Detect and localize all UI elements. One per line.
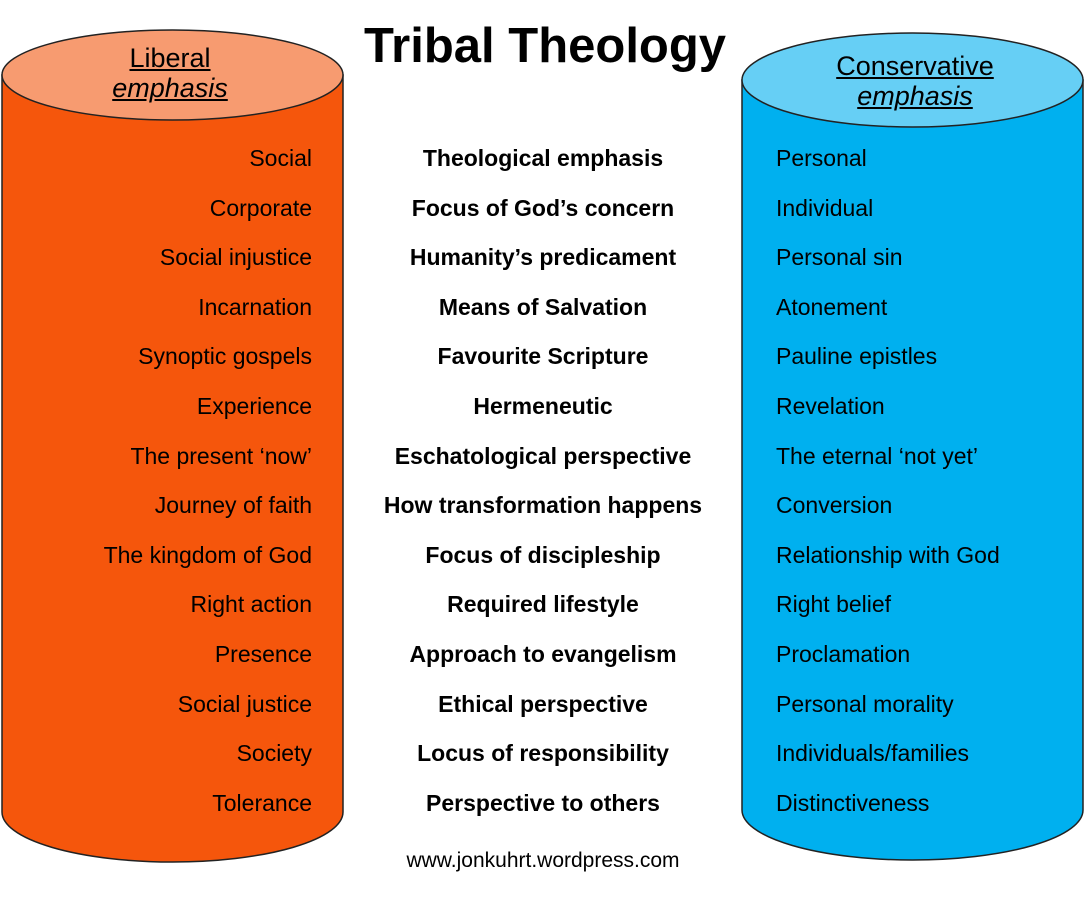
conservative-item: Individuals/families [776, 740, 970, 767]
liberal-item: Incarnation [198, 293, 312, 320]
conservative-item: Conversion [776, 492, 893, 519]
category-item: How transformation happens [383, 492, 703, 519]
liberal-item: Social injustice [159, 244, 312, 271]
liberal-item: The kingdom of God [103, 541, 312, 568]
category-item: Favourite Scripture [437, 343, 649, 370]
conservative-item: Personal morality [776, 690, 954, 717]
conservative-item: Relationship with God [776, 541, 1000, 568]
liberal-item: Right action [190, 591, 312, 618]
liberal-item: Presence [214, 640, 312, 667]
source-url: www.jonkuhrt.wordpress.com [406, 849, 680, 872]
conservative-item: Personal sin [776, 244, 903, 271]
liberal-item: Social [249, 145, 312, 171]
liberal-item: Experience [196, 392, 312, 419]
liberal-item: Social justice [177, 690, 312, 717]
conservative-item: Proclamation [776, 640, 911, 667]
category-item: Theological emphasis [422, 145, 664, 171]
liberal-list: Social Corporate Social injustice Incarn… [20, 140, 312, 834]
conservative-heading-label: Conservative [836, 51, 994, 81]
conservative-subheading-label: emphasis [857, 81, 973, 111]
category-item: Ethical perspective [438, 690, 648, 717]
conservative-cylinder [741, 32, 1084, 861]
category-item: Focus of discipleship [425, 541, 661, 568]
liberal-item: Tolerance [212, 789, 312, 816]
category-item: Perspective to others [426, 789, 660, 816]
category-item: Eschatological perspective [394, 442, 692, 469]
liberal-item: Corporate [209, 194, 312, 221]
conservative-list: Personal Individual Personal sin Atoneme… [776, 140, 1076, 834]
liberal-heading-label: Liberal [129, 43, 211, 73]
liberal-item: Journey of faith [154, 492, 312, 519]
liberal-cylinder [1, 29, 344, 863]
category-list: Theological emphasis Focus of God’s conc… [343, 140, 743, 834]
liberal-subheading-label: emphasis [112, 73, 228, 103]
category-item: Means of Salvation [438, 293, 648, 320]
liberal-heading: Liberal emphasis [30, 43, 310, 103]
category-item: Hermeneutic [473, 392, 613, 419]
conservative-item: Atonement [776, 293, 888, 320]
conservative-item: Revelation [776, 392, 885, 419]
category-item: Locus of responsibility [417, 740, 669, 767]
liberal-item: Synoptic gospels [138, 343, 312, 370]
category-item: Required lifestyle [447, 591, 639, 618]
conservative-heading: Conservative emphasis [770, 51, 1060, 111]
category-item: Humanity’s predicament [409, 244, 677, 271]
conservative-item: The eternal ‘not yet’ [776, 442, 979, 469]
conservative-item: Pauline epistles [776, 343, 938, 370]
conservative-item: Distinctiveness [776, 789, 930, 816]
conservative-item: Personal [776, 145, 867, 171]
liberal-item: Society [236, 740, 312, 767]
category-item: Focus of God’s concern [411, 194, 675, 221]
liberal-item: The present ‘now’ [130, 442, 312, 469]
conservative-item: Individual [776, 194, 874, 221]
category-item: Approach to evangelism [409, 640, 677, 667]
page-title: Tribal Theology [363, 19, 727, 73]
conservative-item: Right belief [776, 591, 892, 618]
